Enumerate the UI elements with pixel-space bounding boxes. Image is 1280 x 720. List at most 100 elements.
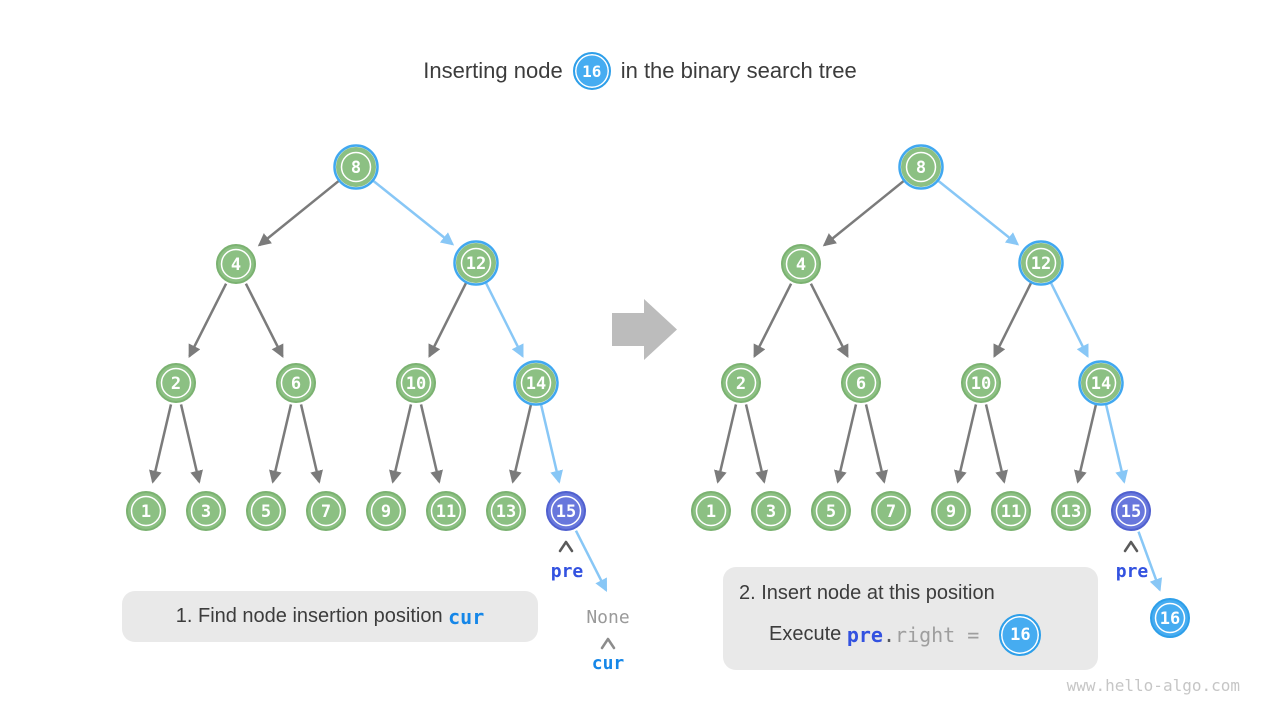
node-value: 2 — [736, 374, 746, 394]
title-prefix: Inserting node — [423, 58, 563, 83]
tree-node-2: 2 — [721, 363, 761, 403]
node-circle — [1051, 491, 1091, 531]
node-inner-ring — [995, 495, 1027, 527]
tree-edge-6-7 — [299, 404, 323, 484]
node-circle — [691, 491, 731, 531]
tree-node-13: 13 — [1051, 491, 1091, 531]
tree-node-5: 5 — [811, 491, 851, 531]
node-value: 10 — [971, 374, 991, 394]
node-circle — [811, 491, 851, 531]
node-inner-ring — [1055, 495, 1087, 527]
node-value: 8 — [351, 158, 361, 178]
tree-node-9: 9 — [931, 491, 971, 531]
tree-node-11: 11 — [991, 491, 1031, 531]
tree-node-7: 7 — [871, 491, 911, 531]
highlight-ring — [1018, 240, 1064, 286]
monogray-token: = — [955, 622, 992, 647]
tree-edge-14-15 — [539, 404, 563, 484]
node-circle — [991, 491, 1031, 531]
node-circle — [871, 491, 911, 531]
title-suffix: in the binary search tree — [620, 58, 857, 83]
caption-step1: 1. Find node insertion position cur — [122, 591, 538, 642]
node-circle — [931, 491, 971, 531]
node-value: 1 — [706, 502, 716, 522]
node-value: 3 — [766, 502, 776, 522]
tree-edge-8-4 — [257, 179, 340, 247]
highlight-ring — [453, 240, 499, 286]
node-value: 1 — [141, 502, 151, 522]
node-circle — [156, 363, 196, 403]
tree-edge-8-4 — [822, 179, 905, 247]
node-inner-ring — [250, 495, 282, 527]
pointer-label-none: None — [586, 607, 629, 628]
tree-edge-14-15 — [1104, 404, 1128, 484]
node-circle — [216, 244, 256, 284]
node-inner-ring — [965, 367, 997, 399]
tree-edge-12-14 — [484, 282, 524, 358]
node-inner-ring — [815, 495, 847, 527]
node-circle — [366, 491, 406, 531]
tree-edge-8-12 — [937, 179, 1020, 246]
tree-edge-12-10 — [993, 282, 1033, 358]
node-inner-ring — [1025, 247, 1057, 279]
caption-step2-line-1: 2. Insert node at this position — [739, 582, 1098, 605]
node-value: 7 — [886, 502, 896, 522]
node-inner-ring — [160, 367, 192, 399]
tree-node-11: 11 — [426, 491, 466, 531]
node-value: 5 — [826, 502, 836, 522]
node-circle — [516, 363, 556, 403]
caption-step1-line-1: 1. Find node insertion position cur — [176, 605, 485, 629]
tree-node-3: 3 — [751, 491, 791, 531]
tree-node-14: 14 — [513, 360, 559, 406]
node-inner-ring — [130, 495, 162, 527]
tree-node-16: 16 — [1150, 598, 1190, 638]
node-inner-ring — [935, 495, 967, 527]
node-inner-ring — [520, 367, 552, 399]
node-value: 9 — [381, 502, 391, 522]
node-inner-ring — [755, 495, 787, 527]
node-inner-ring — [310, 495, 342, 527]
node-value: 11 — [1001, 502, 1021, 522]
node-value: 9 — [946, 502, 956, 522]
node-value: 2 — [171, 374, 181, 394]
node-value: 16 — [1160, 609, 1180, 629]
node-value: 7 — [321, 502, 331, 522]
node-circle — [246, 491, 286, 531]
node-value: 12 — [466, 254, 486, 274]
tree-edge-8-12 — [372, 179, 455, 246]
tree-edge-6-5 — [269, 404, 293, 484]
node-circle — [781, 244, 821, 284]
tree-node-10: 10 — [396, 363, 436, 403]
node-circle — [751, 491, 791, 531]
tree-edge-4-2 — [753, 283, 793, 358]
tree-edge-12-14 — [1049, 282, 1089, 358]
node-inner-ring — [190, 495, 222, 527]
node-value: 12 — [1031, 254, 1051, 274]
node-circle — [456, 243, 496, 283]
node-inner-ring — [340, 151, 372, 183]
tree-edge-2-3 — [179, 404, 203, 484]
node-value: 4 — [231, 255, 241, 275]
pointer-label-pre: pre — [551, 561, 584, 582]
tree-edge-10-9 — [954, 404, 978, 484]
node-inner-ring — [460, 247, 492, 279]
node-value: 4 — [796, 255, 806, 275]
node-value: 11 — [436, 502, 456, 522]
tree-node-4: 4 — [781, 244, 821, 284]
node-inner-ring — [490, 495, 522, 527]
node-circle — [396, 363, 436, 403]
node-inner-ring — [1154, 602, 1186, 634]
pointer-label-pre: pre — [1116, 561, 1149, 582]
node-inner-ring — [725, 367, 757, 399]
dot-token: . — [882, 622, 895, 647]
tree-node-1: 1 — [691, 491, 731, 531]
node-circle — [1081, 363, 1121, 403]
node-inner-ring — [785, 248, 817, 280]
node-value: 13 — [496, 502, 516, 522]
node-chip-16: 16 — [999, 613, 1042, 656]
tree-edge-10-11 — [984, 404, 1008, 484]
highlight-ring — [513, 360, 559, 406]
tree-node-5: 5 — [246, 491, 286, 531]
